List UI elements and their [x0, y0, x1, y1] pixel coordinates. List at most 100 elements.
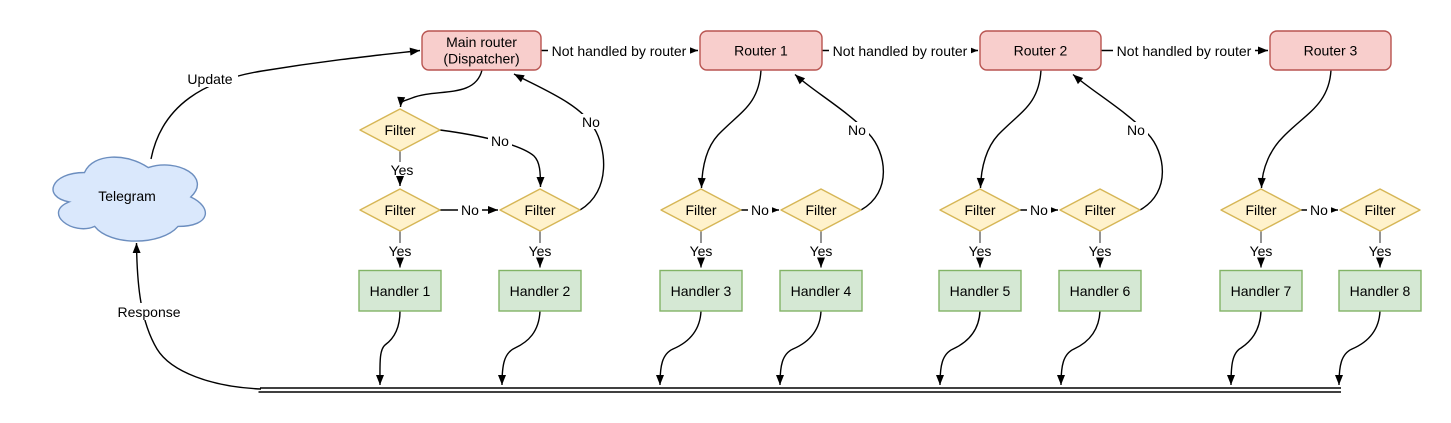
node-handler-7: [1219, 269, 1303, 312]
main-router-label-line1: Main router: [446, 34, 517, 50]
edges: [132, 46, 1384, 390]
response-bus-line: [258, 387, 1341, 393]
handler-4-label: Handler 4: [791, 283, 852, 299]
handler-5-label: Handler 5: [950, 283, 1011, 299]
edge-label-yes: Yes: [690, 243, 713, 259]
handler-8-label: Handler 8: [1350, 283, 1411, 299]
filter-label: Filter: [685, 202, 716, 218]
edge-label-no: No: [461, 202, 479, 218]
edge-label-yes: Yes: [1369, 243, 1392, 259]
node-handler-1: [358, 269, 442, 312]
handler-1-label: Handler 1: [370, 283, 431, 299]
edge-label-yes: Yes: [389, 243, 412, 259]
node-router-2: [979, 30, 1102, 71]
node-handler-6: [1058, 269, 1142, 312]
node-filter-router3-right: [1339, 188, 1421, 232]
edge-label-bg: [829, 43, 971, 59]
edge-label-bg: [548, 43, 690, 59]
node-filter-router1-left: [660, 188, 742, 232]
edge-handler2-to-bus: [498, 310, 541, 386]
node-handler-3: [659, 269, 743, 312]
telegram-cloud: [52, 156, 207, 242]
edge-label-bg: [458, 202, 482, 218]
router-2-label: Router 2: [1014, 43, 1068, 59]
edge-filter-no-down: [439, 129, 545, 188]
router-1-label: Router 1: [734, 43, 788, 59]
handler-2-label: Handler 2: [510, 283, 571, 299]
edge-label-yes: Yes: [969, 243, 992, 259]
edge-label-no: No: [582, 114, 600, 130]
edge-label-bg: [748, 202, 772, 218]
edge-handler3-to-bus: [656, 310, 702, 386]
edge-label-bg: [1027, 202, 1051, 218]
edge-handler8-to-bus: [1335, 310, 1381, 386]
edge-router3-to-filter: [1257, 69, 1332, 189]
edge-label-yes-top: Yes: [391, 162, 414, 178]
edge-label-yes: Yes: [529, 243, 552, 259]
edge-label-no: No: [1310, 202, 1328, 218]
handler-3-label: Handler 3: [671, 283, 732, 299]
filter-label: Filter: [805, 202, 836, 218]
telegram-label: Telegram: [98, 188, 156, 204]
node-filter-dispatcher-right: [499, 188, 581, 232]
edge-label-bg: [579, 114, 603, 129]
edge-label-bg: [1307, 202, 1331, 218]
edge-handler4-to-bus: [776, 310, 822, 386]
edge-label-not-handled-2: Not handled by router: [833, 43, 968, 59]
node-filter-router2-right: [1059, 188, 1141, 232]
filter-label: Filter: [1245, 202, 1276, 218]
edge-label-yes: Yes: [1089, 243, 1112, 259]
edge-label-yes: Yes: [810, 243, 833, 259]
edge-label-no: No: [1127, 122, 1145, 138]
node-main-router: [421, 30, 542, 71]
edge-label-not-handled-1: Not handled by router: [552, 43, 687, 59]
edge-label-bg: [1113, 43, 1255, 59]
edge-no-return-router2: [1072, 73, 1163, 211]
node-handler-2: [498, 269, 582, 312]
filter-label: Filter: [384, 202, 415, 218]
edge-no-return-dispatcher: [513, 73, 605, 211]
yes-connector-stubs: [399, 151, 1381, 243]
edge-label-bg: [488, 134, 512, 149]
edge-router1-to-filter: [697, 69, 762, 189]
main-router-label-line2: (Dispatcher): [443, 51, 519, 67]
node-router-1: [699, 30, 823, 71]
edge-update: [150, 47, 421, 160]
edge-label-bg: [1124, 122, 1148, 137]
edge-label-no: No: [491, 133, 509, 149]
edge-label-response: Response: [117, 304, 180, 320]
edge-handler5-to-bus: [936, 310, 981, 386]
edge-label-no: No: [751, 202, 769, 218]
edge-handler6-to-bus: [1057, 310, 1101, 386]
handler-7-label: Handler 7: [1231, 283, 1292, 299]
filter-label: Filter: [524, 202, 555, 218]
edge-response: [132, 242, 262, 390]
node-filter-router2-left: [939, 188, 1021, 232]
node-filter-router3-left: [1220, 188, 1302, 232]
node-filter-dispatcher-left: [359, 188, 441, 232]
nodes: [52, 30, 1422, 312]
edge-label-bg: [845, 122, 869, 137]
edge-label-not-handled-3: Not handled by router: [1117, 43, 1252, 59]
filter-label: Filter: [964, 202, 995, 218]
edge-label-bg: [113, 303, 184, 320]
edge-label-update: Update: [187, 71, 232, 87]
edge-label-bg: [181, 70, 238, 87]
edge-dispatcher-to-filter: [397, 69, 483, 108]
edge-no-return-router1: [794, 73, 884, 211]
edge-router2-to-filter: [976, 69, 1042, 189]
edge-label-no: No: [848, 122, 866, 138]
filter-label: Filter: [1084, 202, 1115, 218]
node-handler-5: [938, 269, 1022, 312]
node-filter-router1-right: [780, 188, 862, 232]
edge-handler7-to-bus: [1227, 310, 1262, 386]
edge-labels: Update Response Not handled by router No…: [113, 43, 1391, 320]
node-router-3: [1269, 30, 1392, 71]
edge-label-no: No: [1030, 202, 1048, 218]
node-handler-4: [779, 269, 863, 312]
router-3-label: Router 3: [1304, 43, 1358, 59]
edge-label-yes: Yes: [1250, 243, 1273, 259]
node-handler-8: [1338, 269, 1422, 312]
